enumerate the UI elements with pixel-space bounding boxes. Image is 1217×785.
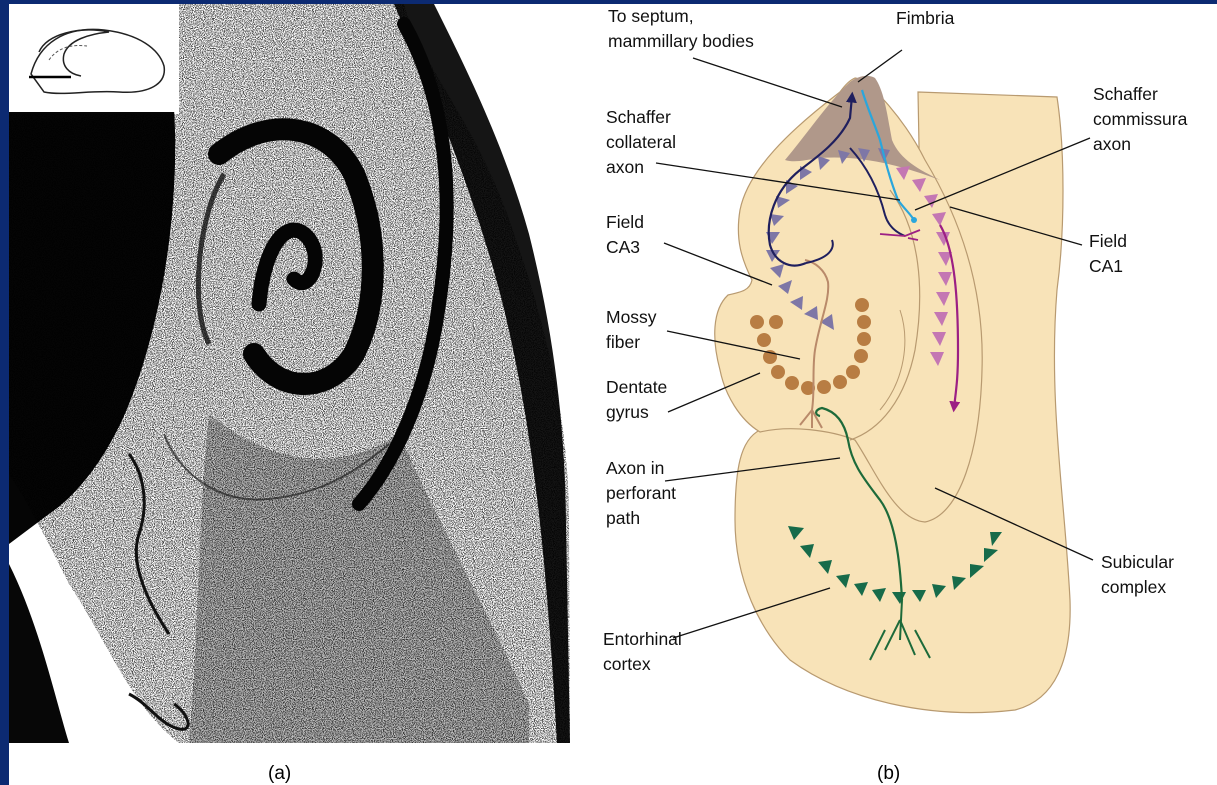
label-perforant-path-line2: perforant xyxy=(606,483,676,503)
label-mossy-fiber-line2: fiber xyxy=(606,332,640,352)
label-to-septum-line2: mammillary bodies xyxy=(608,31,754,51)
label-subicular-complex-line2: complex xyxy=(1101,577,1166,597)
label-perforant-path-line3: path xyxy=(606,508,640,528)
label-field-ca1-line1: Field xyxy=(1089,231,1127,251)
label-dentate-gyrus-line2: gyrus xyxy=(606,402,649,422)
label-entorhinal-cortex-line1: Entorhinal xyxy=(603,629,682,649)
label-schaffer-commissural-line1: Schaffer xyxy=(1093,84,1158,104)
label-schaffer-collateral-line3: axon xyxy=(606,157,644,177)
label-fimbria: Fimbria xyxy=(896,8,955,28)
label-schaffer-collateral-line2: collateral xyxy=(606,132,676,152)
label-schaffer-commissural-line2: commissura xyxy=(1093,109,1188,129)
label-to-septum-line1: To septum, xyxy=(608,6,694,26)
label-schaffer-commissural-line3: axon xyxy=(1093,134,1131,154)
label-field-ca3-line1: Field xyxy=(606,212,644,232)
label-field-ca3-line2: CA3 xyxy=(606,237,640,257)
label-subicular-complex-line1: Subicular xyxy=(1101,552,1174,572)
label-mossy-fiber-line1: Mossy xyxy=(606,307,657,327)
label-field-ca1-line2: CA1 xyxy=(1089,256,1123,276)
label-dentate-gyrus-line1: Dentate xyxy=(606,377,667,397)
label-perforant-path-line1: Axon in xyxy=(606,458,664,478)
label-schaffer-collateral-line1: Schaffer xyxy=(606,107,671,127)
label-entorhinal-cortex-line2: cortex xyxy=(603,654,651,674)
panel-b-caption: (b) xyxy=(877,763,900,785)
